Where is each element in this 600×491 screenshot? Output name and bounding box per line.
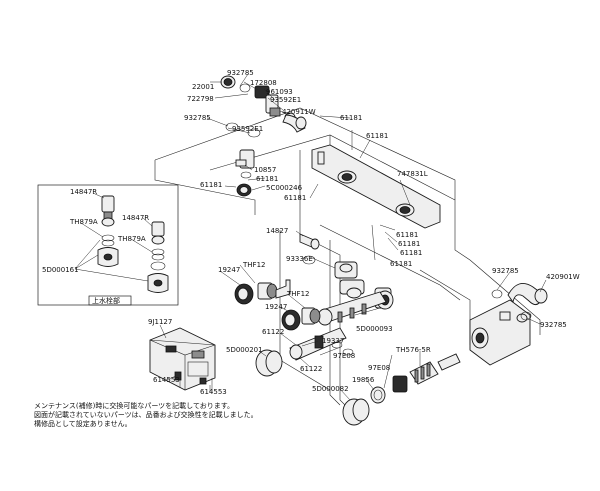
label-thf12-a: THF12 xyxy=(242,261,265,269)
label-61181-c: 61181 xyxy=(256,175,278,183)
label-932785-right: 932785 xyxy=(492,267,519,275)
leader-lines xyxy=(74,73,547,401)
lower-spindle-group xyxy=(255,327,354,377)
label-9j1127: 9J1127 xyxy=(148,318,172,326)
label-97e08-a: 97E08 xyxy=(333,352,355,360)
label-93592e1-b: 93592E1 xyxy=(232,125,263,133)
label-61181-d: 61181 xyxy=(200,181,222,189)
thermostat-cartridge-group xyxy=(342,353,461,426)
label-61181-g: 61181 xyxy=(398,240,420,248)
inset-caption: 上水栓部 xyxy=(92,296,120,305)
label-61122-a: 61122 xyxy=(262,328,284,336)
inset-labels: 14847R TH879A 14847R TH879A 5D000161 上水栓… xyxy=(42,188,149,305)
note-line-1: メンテナンス(補修)時に交換可能なパーツを記載しております。 xyxy=(34,401,234,410)
label-19856: 19856 xyxy=(352,376,375,384)
note-line-3: 構修品として設定ありません。 xyxy=(34,419,132,428)
label-932785-left: 932785 xyxy=(184,114,211,122)
label-614553-b: 614553 xyxy=(200,388,227,396)
label-22001: 22001 xyxy=(192,83,214,91)
label-420901w: 420901W xyxy=(546,273,580,281)
label-61181-b: 61181 xyxy=(366,132,388,140)
label-14827: 14827 xyxy=(266,227,288,235)
note-line-2: 図面が記載されていないパーツは、品番および交換性を記載しました。 xyxy=(34,410,258,419)
label-93336e: 93336E xyxy=(286,255,313,263)
right-outlet-group xyxy=(469,282,548,366)
label-5c000246: 5C000246 xyxy=(266,184,303,192)
label-614553-a: 614553 xyxy=(153,376,180,384)
label-19247-a: 19247 xyxy=(218,266,240,274)
label-61122-b: 61122 xyxy=(300,365,322,373)
label-932785-right2: 932785 xyxy=(540,321,567,329)
label-5d000161: 5D000161 xyxy=(42,266,79,274)
label-61181-e: 61181 xyxy=(284,194,306,202)
label-5d000082: 5D000082 xyxy=(312,385,349,393)
label-93592e1-a: 93592E1 xyxy=(270,96,301,104)
left-knob-group xyxy=(234,279,321,331)
label-th576-5r: TH576-5R xyxy=(395,346,431,354)
label-19337: 19337 xyxy=(322,337,344,345)
label-61181-a: 61181 xyxy=(340,114,362,122)
label-172808: 172808 xyxy=(250,79,277,87)
label-97e08-b: 97E08 xyxy=(368,364,390,372)
label-thf12-b: THF12 xyxy=(286,290,309,298)
label-14847r-a: 14847R xyxy=(70,188,97,196)
control-unit-9j1127 xyxy=(149,327,216,392)
label-747831l: 747831L xyxy=(397,170,428,178)
label-722798: 722798 xyxy=(187,95,214,103)
label-932785-top: 932785 xyxy=(227,69,254,77)
label-14847r-b: 14847R xyxy=(122,214,149,222)
label-5d000093: 5D000093 xyxy=(356,325,393,333)
maintenance-notes: メンテナンス(補修)時に交換可能なパーツを記載しております。 図面が記載されてい… xyxy=(34,401,258,428)
label-5d000201: 5D000201 xyxy=(226,346,263,354)
label-19247-b: 19247 xyxy=(265,303,287,311)
label-10857: 10857 xyxy=(254,166,276,174)
label-61181-f: 61181 xyxy=(396,231,418,239)
label-420911w: 420911W xyxy=(282,108,316,116)
top-valve-assembly xyxy=(220,75,307,197)
part-labels: 22001 932785 172808 722798 961093 93592E… xyxy=(148,69,580,396)
label-961093: 961093 xyxy=(266,88,293,96)
inset-box xyxy=(37,184,179,306)
mounting-bracket xyxy=(311,144,441,229)
label-th879a-b: TH879A xyxy=(117,235,146,243)
center-valve-assembly xyxy=(299,233,394,326)
label-61181-h: 61181 xyxy=(400,249,422,257)
label-61181-i: 61181 xyxy=(390,260,412,268)
label-th879a-a: TH879A xyxy=(69,218,98,226)
